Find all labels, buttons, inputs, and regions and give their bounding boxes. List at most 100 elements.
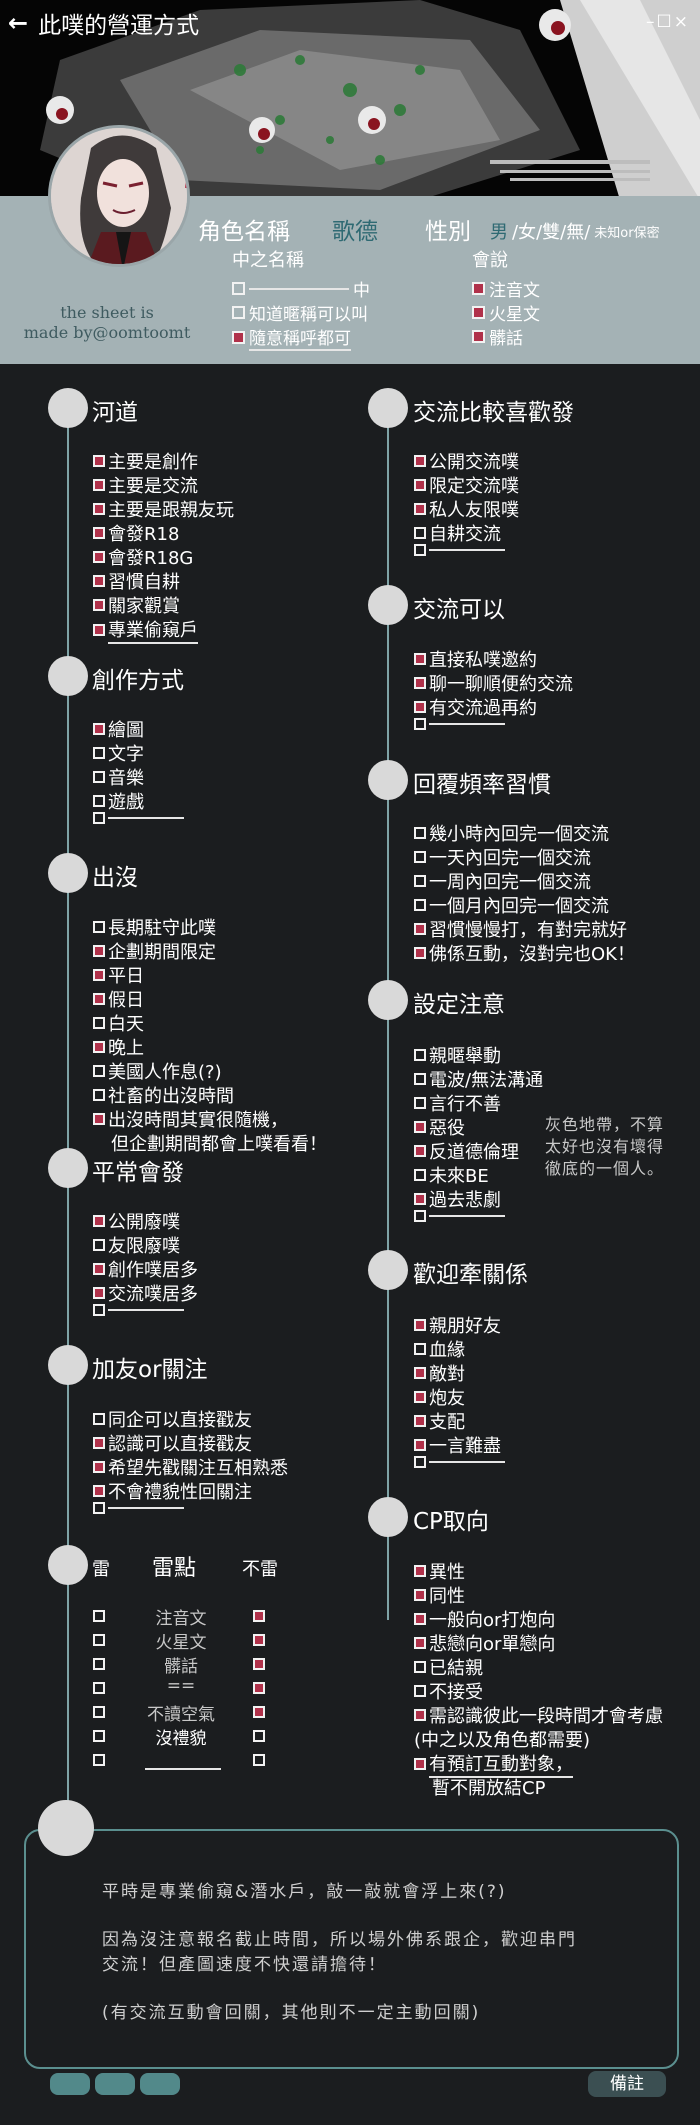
relation-item[interactable] — [414, 1456, 505, 1468]
lang-option[interactable]: 注音文 — [472, 276, 540, 301]
prefer-item[interactable]: 私人友限噗 — [414, 496, 519, 522]
create-item[interactable] — [93, 812, 184, 824]
nick-option-3[interactable]: 隨意稱呼都可 — [232, 324, 351, 351]
remark-button[interactable]: 備註 — [588, 2071, 666, 2097]
plurk-item[interactable]: 交流噗居多 — [93, 1280, 198, 1306]
create-item[interactable]: 音樂 — [93, 764, 144, 790]
prefer-item[interactable]: 公開交流噗 — [414, 448, 519, 474]
cp-item[interactable]: 需認識彼此一段時間才會考慮 — [414, 1702, 663, 1728]
appear-item[interactable]: 長期駐守此噗 — [93, 914, 216, 940]
notmine-checkbox[interactable] — [253, 1706, 265, 1718]
freq-item[interactable]: 習慣慢慢打，有對完就好 — [414, 916, 627, 942]
appear-item[interactable]: 白天 — [93, 1010, 144, 1036]
footer-tab[interactable] — [140, 2073, 180, 2095]
ok-item[interactable] — [414, 718, 505, 730]
freq-item[interactable]: 一周內回完一個交流 — [414, 868, 591, 894]
setting-item[interactable]: 反道德倫理 — [414, 1138, 519, 1164]
freq-item[interactable]: 一個月內回完一個交流 — [414, 892, 609, 918]
mine-row-blank[interactable] — [145, 1748, 221, 1770]
follow-item[interactable]: 同企可以直接戳友 — [93, 1406, 252, 1432]
setting-item[interactable]: 言行不善 — [414, 1090, 501, 1116]
back-arrow-icon[interactable]: ← — [8, 9, 29, 37]
notmine-checkbox[interactable] — [253, 1682, 265, 1694]
cp-item[interactable]: 有預訂互動對象， — [414, 1750, 573, 1778]
follow-item[interactable]: 希望先戳關注互相熟悉 — [93, 1454, 288, 1480]
nick-option-2[interactable]: 知道暱稱可以叫 — [232, 300, 368, 325]
river-item[interactable]: 主要是創作 — [93, 448, 198, 474]
river-item[interactable]: 會發R18G — [93, 544, 193, 570]
freq-item[interactable]: 一天內回完一個交流 — [414, 844, 591, 870]
prefer-item[interactable]: 自耕交流 — [414, 520, 501, 546]
freq-item[interactable]: 佛係互動，沒對完也OK！ — [414, 940, 635, 966]
setting-item[interactable]: 惡役 — [414, 1114, 465, 1140]
lang-option[interactable]: 髒話 — [472, 324, 523, 349]
notmine-checkbox[interactable] — [253, 1634, 265, 1646]
plurk-item[interactable]: 友限廢噗 — [93, 1232, 180, 1258]
relation-item[interactable]: 炮友 — [414, 1384, 465, 1410]
prefer-item[interactable] — [414, 544, 505, 556]
relation-item[interactable]: 親朋好友 — [414, 1312, 501, 1338]
ok-item[interactable]: 直接私噗邀約 — [414, 646, 537, 672]
cp-item[interactable]: 同性 — [414, 1582, 465, 1608]
checkbox-checked-icon[interactable] — [472, 282, 485, 295]
footer-tab[interactable] — [50, 2073, 90, 2095]
ok-item[interactable]: 聊一聊順便約交流 — [414, 670, 573, 696]
plurk-item[interactable]: 創作噗居多 — [93, 1256, 198, 1282]
prefer-item[interactable]: 限定交流噗 — [414, 472, 519, 498]
relation-item[interactable]: 支配 — [414, 1408, 465, 1434]
appear-item[interactable]: 出沒時間其實很隨機， — [93, 1106, 288, 1132]
create-item[interactable]: 遊戲 — [93, 788, 144, 814]
setting-item[interactable]: 未來BE — [414, 1162, 489, 1188]
river-item[interactable]: 會發R18 — [93, 520, 179, 546]
relation-item[interactable]: 一言難盡 — [414, 1432, 501, 1458]
mine-checkbox[interactable] — [93, 1706, 105, 1718]
cp-item[interactable]: 不接受 — [414, 1678, 483, 1704]
plurk-item[interactable] — [93, 1304, 184, 1316]
create-item[interactable]: 繪圖 — [93, 716, 144, 742]
setting-item[interactable]: 電波/無法溝通 — [414, 1066, 543, 1092]
setting-item[interactable]: 親暱舉動 — [414, 1042, 501, 1068]
relation-item[interactable]: 血緣 — [414, 1336, 465, 1362]
mine-checkbox[interactable] — [93, 1610, 105, 1622]
cp-item[interactable]: 悲戀向or單戀向 — [414, 1630, 555, 1656]
checkbox-icon[interactable] — [232, 282, 245, 295]
cp-item[interactable]: 異性 — [414, 1558, 465, 1584]
notmine-checkbox[interactable] — [253, 1610, 265, 1622]
appear-item[interactable]: 社畜的出沒時間 — [93, 1082, 234, 1108]
notmine-checkbox[interactable] — [253, 1730, 265, 1742]
follow-item[interactable]: 認識可以直接戳友 — [93, 1430, 252, 1456]
checkbox-checked-icon[interactable] — [472, 306, 485, 319]
freq-item[interactable]: 幾小時內回完一個交流 — [414, 820, 609, 846]
setting-item[interactable] — [414, 1210, 505, 1222]
setting-item[interactable]: 過去悲劇 — [414, 1186, 501, 1212]
river-item[interactable]: 習慣自耕 — [93, 568, 180, 594]
ok-item[interactable]: 有交流過再約 — [414, 694, 537, 720]
checkbox-checked-icon[interactable] — [232, 331, 245, 344]
nick-option-1[interactable]: 中 — [232, 276, 370, 301]
follow-item[interactable] — [93, 1502, 184, 1514]
appear-item[interactable]: 美國人作息(?) — [93, 1058, 222, 1084]
mine-checkbox[interactable] — [93, 1682, 105, 1694]
mine-checkbox[interactable] — [93, 1634, 105, 1646]
notmine-checkbox[interactable] — [253, 1754, 265, 1766]
river-item[interactable]: 主要是交流 — [93, 472, 198, 498]
create-item[interactable]: 文字 — [93, 740, 144, 766]
footer-tab[interactable] — [95, 2073, 135, 2095]
mine-checkbox[interactable] — [93, 1754, 105, 1766]
appear-item[interactable]: 企劃期間限定 — [93, 938, 216, 964]
river-item[interactable]: 關家觀賞 — [93, 592, 180, 618]
mine-checkbox[interactable] — [93, 1730, 105, 1742]
cp-item[interactable]: 一般向or打炮向 — [414, 1606, 555, 1632]
river-item[interactable]: 專業偷窺戶 — [93, 616, 198, 644]
checkbox-checked-icon[interactable] — [472, 330, 485, 343]
cp-item[interactable]: 已結親 — [414, 1654, 483, 1680]
appear-item[interactable]: 平日 — [93, 962, 144, 988]
checkbox-icon[interactable] — [232, 306, 245, 319]
relation-item[interactable]: 敵對 — [414, 1360, 465, 1386]
notmine-checkbox[interactable] — [253, 1658, 265, 1670]
mine-checkbox[interactable] — [93, 1658, 105, 1670]
lang-option[interactable]: 火星文 — [472, 300, 540, 325]
appear-item[interactable]: 假日 — [93, 986, 144, 1012]
appear-item[interactable]: 晚上 — [93, 1034, 144, 1060]
plurk-item[interactable]: 公開廢噗 — [93, 1208, 180, 1234]
